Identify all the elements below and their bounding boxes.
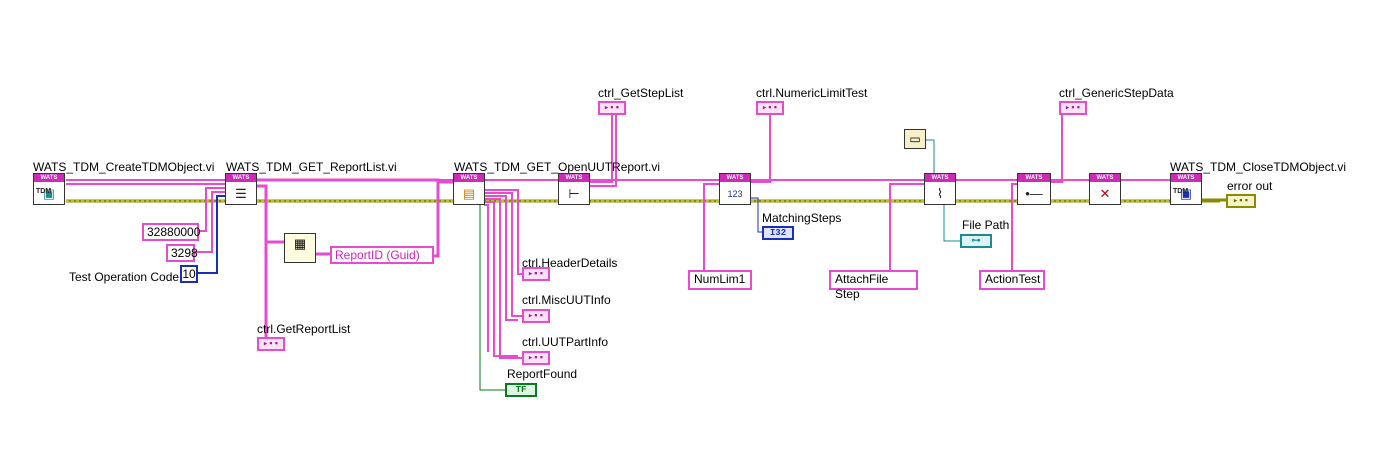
action-test-constant[interactable]: ActionTest	[979, 270, 1045, 290]
get-report-list-label: WATS_TDM_GET_ReportList.vi	[226, 160, 397, 174]
wats-badge: WATS	[1171, 174, 1201, 182]
generic-step-node[interactable]: WATS •—	[1017, 173, 1051, 205]
generic-step-wire	[1050, 110, 1063, 183]
test-operation-code-constant[interactable]: 10	[180, 265, 198, 283]
wats-badge: WATS	[925, 174, 955, 182]
input-wires	[195, 187, 226, 274]
wats-badge: WATS	[226, 174, 256, 182]
test-operation-code-label: Test Operation Code	[69, 270, 180, 284]
close-tdm-object-node[interactable]: WATS TDM▣	[1170, 173, 1202, 205]
file-path-wire	[943, 204, 960, 242]
uut-part-info-indicator[interactable]: ▸▪▪	[522, 351, 550, 365]
open-uut-report-label: WATS_TDM_GET_OpenUUTReport.vi	[454, 160, 661, 174]
index-array-node[interactable]: ▦	[284, 233, 316, 263]
open-report-wires	[484, 189, 522, 359]
numeric-limit-wire	[750, 110, 771, 183]
matching-steps-indicator[interactable]: I32	[762, 226, 794, 240]
open-report-icon: ▤	[462, 186, 476, 201]
header-details-label: ctrl.HeaderDetails	[522, 256, 618, 270]
generic-step-icon: •—	[1025, 186, 1043, 201]
attach-file-node[interactable]: WATS ⌇	[924, 173, 956, 205]
tdm-close-icon: TDM▣	[1173, 186, 1193, 201]
delete-step-icon: ✕	[1099, 186, 1111, 201]
step-list-wire	[590, 110, 617, 187]
folder-constant-icon[interactable]: ▭	[904, 129, 926, 149]
misc-uut-info-indicator[interactable]: ▸▪▪	[522, 309, 550, 323]
create-tdm-object-node[interactable]: WATS TDM▣	[33, 173, 65, 205]
header-details-indicator[interactable]: ▸▪▪	[522, 267, 550, 281]
generic-step-data-label: ctrl_GenericStepData	[1059, 86, 1174, 100]
tdm-create-icon: TDM▣	[36, 186, 56, 201]
folder-path-wire	[926, 139, 935, 176]
get-step-list-node[interactable]: WATS ⊢	[558, 173, 590, 205]
report-found-wire	[479, 204, 505, 391]
paperclip-icon: ⌇	[936, 186, 944, 201]
report-found-label: ReportFound	[507, 367, 578, 381]
numeric-limit-test-label: ctrl.NumericLimitTest	[756, 86, 868, 100]
get-report-list-node[interactable]: WATS ☰	[225, 173, 257, 205]
numeric-limit-node[interactable]: WATS 123	[719, 173, 751, 205]
close-subvi-label: WATS_TDM_CloseTDMObject.vi	[1170, 160, 1347, 174]
open-uut-report-node[interactable]: WATS ▤	[453, 173, 485, 205]
matching-steps-wire	[750, 197, 762, 233]
wats-badge: WATS	[720, 174, 750, 182]
constant-3298[interactable]: 3298	[166, 244, 198, 262]
uut-part-info-label: ctrl.UUTPartInfo	[522, 335, 609, 349]
get-report-list-indicator-label: ctrl.GetReportList	[257, 322, 351, 336]
wats-badge: WATS	[1018, 174, 1050, 182]
file-path-indicator[interactable]: ⊶	[960, 234, 992, 248]
report-list-wires	[256, 178, 454, 340]
file-path-label: File Path	[962, 218, 1010, 232]
attach-file-step-constant[interactable]: AttachFile Step	[829, 270, 918, 301]
error-out-indicator[interactable]: ▸▪▪	[1226, 194, 1256, 208]
delete-step-node[interactable]: WATS ✕	[1089, 173, 1121, 205]
numeric-limit-test-indicator[interactable]: ▸▪▪	[756, 101, 784, 115]
tree-icon: ⊢	[568, 186, 580, 201]
get-step-list-label: ctrl_GetStepList	[598, 86, 684, 100]
wats-badge: WATS	[34, 174, 64, 182]
index-array-icon: ▦	[293, 236, 307, 251]
wats-badge: WATS	[454, 174, 484, 182]
get-step-list-indicator[interactable]: ▸▪▪	[598, 101, 626, 115]
create-subvi-label: WATS_TDM_CreateTDMObject.vi	[33, 160, 215, 174]
list-icon: ☰	[235, 186, 247, 201]
numeric-limit-in-wire	[703, 183, 720, 272]
misc-uut-info-label: ctrl.MiscUUTInfo	[522, 293, 611, 307]
error-out-label: error out	[1227, 179, 1273, 193]
constant-32880000[interactable]: 32880000	[142, 223, 200, 241]
wats-badge: WATS	[559, 174, 589, 182]
report-id-indicator: ReportID (Guid)	[330, 246, 434, 264]
numeric-limit-icon: 123	[727, 189, 743, 199]
report-found-indicator[interactable]: TF	[505, 383, 537, 397]
numlim-constant[interactable]: NumLim1	[688, 270, 752, 290]
matching-steps-label: MatchingSteps	[762, 211, 842, 225]
attach-step-wire	[889, 183, 924, 272]
wats-badge: WATS	[1090, 174, 1120, 182]
get-report-list-indicator[interactable]: ▸▪▪	[257, 337, 285, 351]
action-test-wire	[1011, 183, 1018, 272]
generic-step-data-indicator[interactable]: ▸▪▪	[1059, 101, 1087, 115]
